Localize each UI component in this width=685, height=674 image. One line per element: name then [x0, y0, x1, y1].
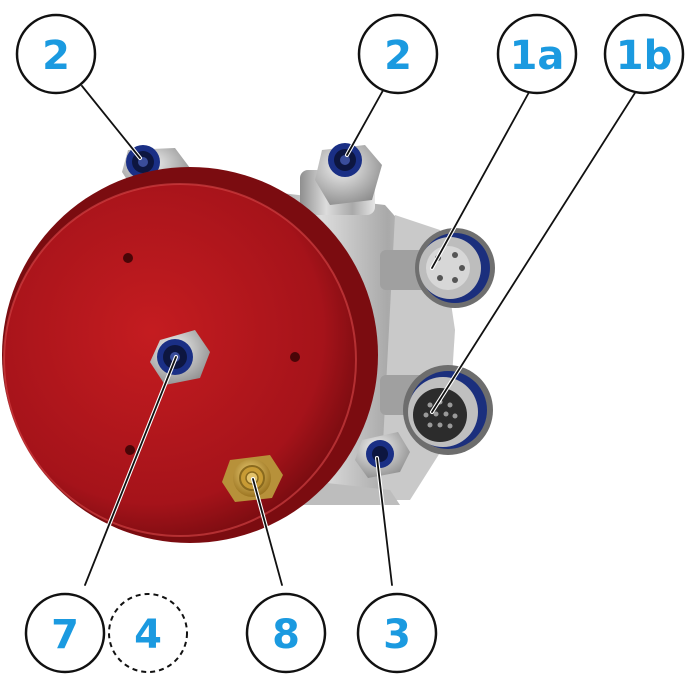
callout-2-right: 2: [359, 15, 437, 93]
callout-8: 8: [247, 594, 325, 672]
callout-label: 1b: [616, 33, 672, 79]
callout-label: 3: [383, 612, 411, 658]
callout-1b: 1b: [605, 15, 683, 93]
callout-label: 4: [134, 612, 162, 658]
callout-label: 1a: [510, 33, 565, 79]
leader-2-right: [347, 85, 386, 155]
callout-label: 2: [384, 33, 412, 79]
callout-label: 8: [272, 612, 300, 658]
callout-label: 7: [51, 612, 79, 658]
callout-label: 2: [42, 33, 70, 79]
callout-2-left: 2: [17, 15, 95, 93]
callout-3: 3: [358, 594, 436, 672]
callout-1a: 1a: [498, 15, 576, 93]
leader-2-left: [82, 86, 140, 158]
callout-7: 7: [26, 594, 104, 672]
callout-4-hidden: 4: [109, 594, 187, 672]
